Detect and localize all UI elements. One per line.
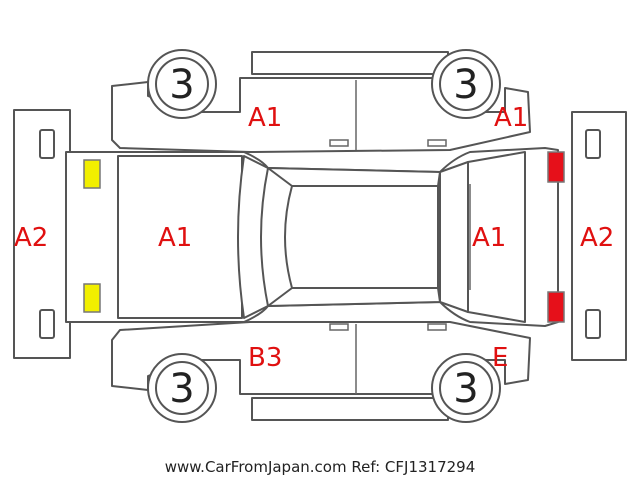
wheel-top-right-grade: 3 bbox=[453, 62, 478, 108]
wheel-bottom-right: 3 bbox=[431, 353, 501, 423]
label-front-left-door: A1 bbox=[248, 103, 282, 133]
label-rear-left-door: A1 bbox=[494, 103, 528, 133]
wheel-bottom-left: 3 bbox=[147, 353, 217, 423]
wheel-bottom-left-grade: 3 bbox=[169, 366, 194, 412]
rear-light-top bbox=[547, 151, 565, 183]
wheel-top-left: 3 bbox=[147, 49, 217, 119]
wheel-top-left-grade: 3 bbox=[169, 62, 194, 108]
label-front-bumper: A2 bbox=[14, 223, 48, 253]
wheel-bottom-right-grade: 3 bbox=[453, 366, 478, 412]
label-rear-right-quarter: E bbox=[492, 343, 508, 373]
footer-site: www.CarFromJapan.com bbox=[164, 458, 347, 476]
front-bumper bbox=[13, 109, 71, 359]
footer-ref: Ref: CFJ1317294 bbox=[351, 458, 476, 476]
front-light-top bbox=[83, 159, 101, 189]
rear-light-bottom bbox=[547, 291, 565, 323]
rear-bumper bbox=[571, 111, 627, 361]
front-light-bottom bbox=[83, 283, 101, 313]
label-hood: A1 bbox=[158, 223, 192, 253]
footer: www.CarFromJapan.com Ref: CFJ1317294 bbox=[0, 458, 640, 476]
car-body-top bbox=[65, 147, 559, 327]
label-rear-bumper: A2 bbox=[580, 223, 614, 253]
label-tailgate: A1 bbox=[472, 223, 506, 253]
label-front-right-door: B3 bbox=[248, 343, 282, 373]
wheel-top-right: 3 bbox=[431, 49, 501, 119]
